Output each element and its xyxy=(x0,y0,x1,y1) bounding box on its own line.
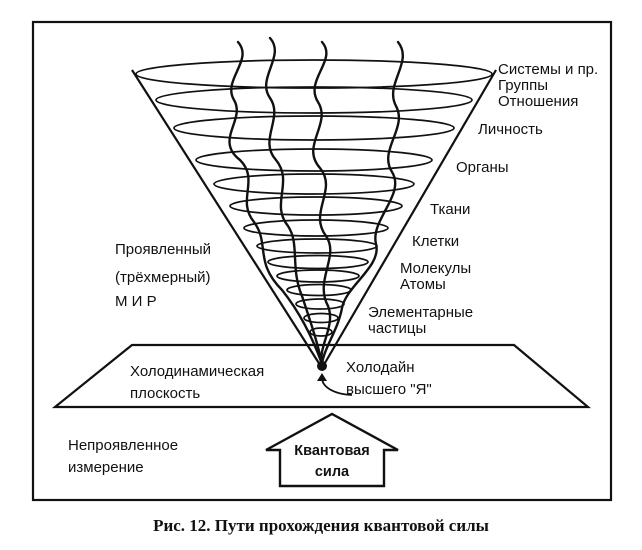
level-label: Отношения xyxy=(498,93,578,110)
svg-text:измерение: измерение xyxy=(68,459,144,476)
svg-text:(трёхмерный): (трёхмерный) xyxy=(115,269,211,286)
level-label: Группы xyxy=(498,77,548,94)
wavy-path xyxy=(264,36,324,366)
spiral-ring xyxy=(286,283,352,297)
svg-text:Холодайн: Холодайн xyxy=(346,359,415,376)
spiral-ring xyxy=(229,196,403,216)
holodyne-label: Холодайн высшего "Я" xyxy=(346,359,432,398)
svg-text:Проявленный: Проявленный xyxy=(115,241,211,258)
spiral-ring xyxy=(303,312,339,324)
level-label: Личность xyxy=(478,121,543,138)
svg-text:Холодинамическая: Холодинамическая xyxy=(130,363,264,380)
spiral-ring xyxy=(309,327,333,337)
level-labels: Системы и пр. Группы Отношения Личность … xyxy=(368,61,598,337)
spiral-ring xyxy=(256,238,378,254)
unmanifest-label: Непроявленное измерение xyxy=(68,437,178,476)
figure-caption: Рис. 12. Пути прохождения квантовой силы xyxy=(153,516,489,535)
spiral-ring xyxy=(276,269,360,283)
manifest-world-label: Проявленный (трёхмерный) М И Р xyxy=(115,241,211,310)
level-label: Клетки xyxy=(412,233,459,250)
spiral-rings xyxy=(135,59,493,337)
holodynamic-plane xyxy=(51,343,592,409)
svg-text:высшего "Я": высшего "Я" xyxy=(346,381,432,398)
cone-right-edge xyxy=(321,69,497,369)
level-label: Молекулы xyxy=(400,260,471,277)
level-label: Органы xyxy=(456,159,509,176)
holodyne-point xyxy=(317,361,327,371)
cone-left-edge xyxy=(131,69,323,369)
level-label: Ткани xyxy=(430,201,470,218)
wavy-path xyxy=(320,40,404,366)
spiral-ring xyxy=(173,115,455,141)
svg-text:Квантовая: Квантовая xyxy=(294,443,369,459)
svg-text:сила: сила xyxy=(315,464,350,480)
svg-text:Непроявленное: Непроявленное xyxy=(68,437,178,454)
holodyne-arrowhead xyxy=(317,373,327,381)
diagram-frame xyxy=(31,20,613,502)
svg-text:плоскость: плоскость xyxy=(130,385,200,402)
svg-text:М И Р: М И Р xyxy=(115,293,157,310)
quantum-force-arrow xyxy=(265,412,399,488)
level-label: Элементарные xyxy=(368,304,473,321)
wavy-path xyxy=(228,40,324,366)
quantum-paths xyxy=(228,36,404,366)
spiral-ring xyxy=(267,254,369,270)
wavy-path xyxy=(312,40,332,366)
spiral-ring xyxy=(213,173,415,195)
level-label: Системы и пр. xyxy=(498,61,598,78)
level-label: частицы xyxy=(368,320,426,337)
cone xyxy=(131,69,497,369)
plane-label: Холодинамическая плоскость xyxy=(130,363,264,402)
spiral-ring xyxy=(135,59,493,89)
level-label: Атомы xyxy=(400,276,446,293)
quantum-force-label: Квантовая сила xyxy=(294,443,369,480)
spiral-ring xyxy=(243,219,389,237)
